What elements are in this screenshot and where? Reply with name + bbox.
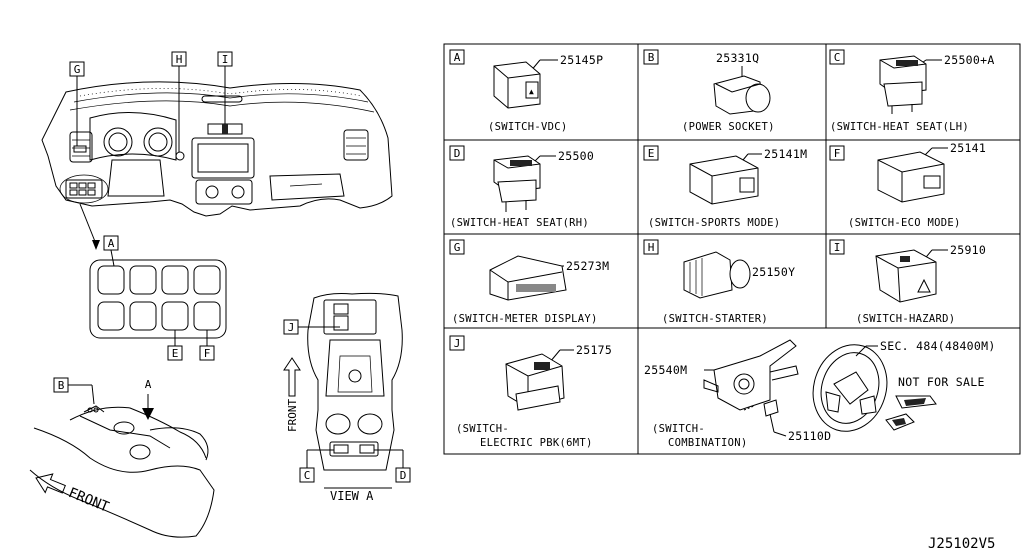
part-cell-f[interactable]: F 25141 (SWITCH-ECO MODE) [829, 141, 986, 229]
part-name-g: (SWITCH-METER DISPLAY) [452, 313, 598, 325]
callout-f-box [199, 345, 215, 361]
part-cell-j[interactable]: J 25175 (SWITCH- ELECTRIC PBK(6MT) [449, 335, 612, 449]
part-cell-a[interactable]: A 25145P ▲ (SWITCH-VDC) [449, 49, 603, 133]
part-name-j-line2: ELECTRIC PBK(6MT) [480, 437, 593, 449]
part-number-g: 25273M [566, 259, 609, 273]
part-name-a: (SWITCH-VDC) [488, 121, 567, 133]
view-a-callout-d: D [400, 469, 407, 482]
part-name-d: (SWITCH-HEAT SEAT(RH) [450, 217, 589, 229]
section-reference: SEC. 484(48400M) [880, 339, 996, 353]
part-key-b: B [648, 51, 655, 64]
part-cell-i[interactable]: I 25910 (SWITCH-HAZARD) [829, 239, 986, 325]
callout-b: B [58, 379, 65, 392]
part-key-i: I [834, 241, 841, 254]
part-key-g: G [454, 241, 461, 254]
callout-a: A [108, 237, 115, 250]
part-number-a: 25145P [560, 53, 603, 67]
part-name-e: (SWITCH-SPORTS MODE) [648, 217, 780, 229]
callout-g: G [74, 63, 81, 76]
part-number-d: 25500 [558, 149, 594, 163]
not-for-sale-note: NOT FOR SALE [898, 375, 985, 389]
callout-i: I [222, 53, 229, 66]
part-cell-c[interactable]: C 25500+A (SWITCH-HEAT SEAT(LH) [829, 49, 995, 133]
part-number-f: 25141 [950, 141, 986, 155]
svg-text:▲: ▲ [529, 87, 534, 96]
part-key-a: A [454, 51, 461, 64]
part-name-b: (POWER SOCKET) [682, 121, 775, 133]
part-cell-e[interactable]: E 25141M (SWITCH-SPORTS MODE) [643, 145, 807, 229]
part-cell-d[interactable]: D 25500 (SWITCH-HEAT SEAT(RH) [449, 145, 594, 229]
view-a-callout-c: C [304, 469, 311, 482]
part-cell-combination[interactable]: 25540M 25110D (SWITCH- COMBINATION) [644, 339, 831, 449]
part-cell-g[interactable]: G 25273M (SWITCH-METER DISPLAY) [449, 239, 609, 325]
view-a-callout-j: J [288, 321, 295, 334]
view-a-title: VIEW A [330, 489, 374, 503]
callout-f: F [204, 347, 211, 360]
diagram-code: J25102V5 [928, 536, 995, 552]
dashboard-illustration [41, 81, 393, 217]
part-number-c: 25500+A [944, 53, 995, 67]
part-number-e: 25141M [764, 147, 807, 161]
part-cell-h[interactable]: H 25150Y (SWITCH-STARTER) [643, 239, 795, 325]
front-label: FRONT [66, 485, 112, 516]
part-name-j-line1: (SWITCH- [456, 423, 509, 435]
part-key-d: D [454, 147, 461, 160]
view-a-front-label: FRONT [286, 399, 299, 432]
front-console-illustration: B A FRONT [29, 377, 215, 538]
view-arrow-label: A [145, 378, 152, 391]
callout-e: E [172, 347, 179, 360]
part-name-c: (SWITCH-HEAT SEAT(LH) [830, 121, 969, 133]
part-key-h: H [648, 241, 655, 254]
steering-wheel-reference: SEC. 484(48400M) NOT FOR SALE [812, 339, 996, 432]
part-name-i: (SWITCH-HAZARD) [856, 313, 955, 325]
callout-e-box [167, 345, 183, 361]
part-number-h: 25150Y [752, 265, 795, 279]
part-number-j: 25175 [576, 343, 612, 357]
part-name-f: (SWITCH-ECO MODE) [848, 217, 961, 229]
part-number-screw: 25110D [788, 429, 831, 443]
part-name-combination-line2: COMBINATION) [668, 437, 747, 449]
overview-callouts: G H I [69, 51, 233, 250]
part-name-h: (SWITCH-STARTER) [662, 313, 768, 325]
part-key-e: E [648, 147, 655, 160]
part-key-f: F [834, 147, 841, 160]
switch-panel-detail: A E F [89, 235, 227, 361]
part-number-i: 25910 [950, 243, 986, 257]
part-name-combination-line1: (SWITCH- [652, 423, 705, 435]
part-number-combination: 25540M [644, 363, 687, 377]
part-key-j: J [454, 337, 461, 350]
callout-h: H [176, 53, 183, 66]
view-a-illustration: J C D FRONT VIEW A [283, 292, 411, 503]
part-number-b: 25331Q [716, 51, 759, 65]
part-key-c: C [834, 51, 841, 64]
parts-grid [443, 43, 1021, 455]
part-cell-b[interactable]: B 25331Q (POWER SOCKET) [643, 49, 775, 133]
